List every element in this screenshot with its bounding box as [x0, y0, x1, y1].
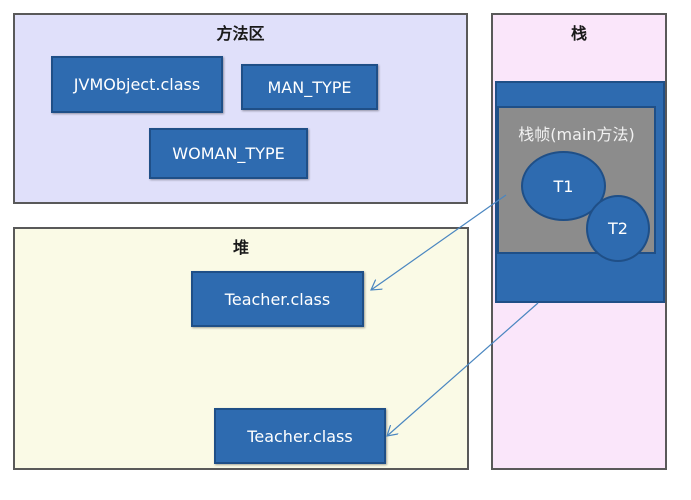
- heap-object-teacher-1: Teacher.class: [191, 271, 364, 327]
- constant-box-man-type: MAN_TYPE: [241, 64, 378, 110]
- stack-area-title: 栈: [570, 24, 587, 43]
- method-area-title: 方法区: [216, 24, 265, 43]
- reference-t2: T2: [586, 195, 650, 262]
- constant-box-woman-type: WOMAN_TYPE: [149, 128, 308, 179]
- arrow-t2-to-teacher-2: [387, 302, 539, 436]
- arrow-t1-to-teacher-1: [371, 194, 507, 290]
- stack-frame-label: 栈帧(main方法): [518, 125, 635, 144]
- heap-area-title: 堆: [232, 238, 249, 257]
- heap-object-teacher-2: Teacher.class: [214, 408, 386, 464]
- class-box-jvmobject: JVMObject.class: [51, 56, 223, 113]
